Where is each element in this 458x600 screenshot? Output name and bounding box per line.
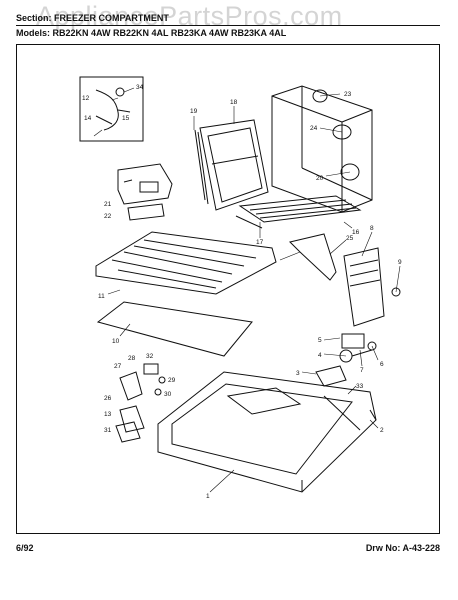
callout-34: 34: [136, 84, 144, 91]
callout-12: 12: [82, 95, 90, 102]
callout-14: 14: [84, 115, 92, 122]
callout-13: 13: [104, 411, 112, 418]
cabinet-base: [158, 372, 376, 492]
callout-24: 24: [310, 125, 318, 132]
freezer-door: [195, 120, 268, 210]
callout-3: 3: [296, 370, 300, 377]
callout-26: 26: [104, 395, 112, 402]
callout-labels: 12 34 15 14 19 18 23 24 20 21 22 16 17 2…: [82, 84, 402, 500]
revision-date: 6/92: [16, 543, 34, 553]
damper-bracket: [316, 366, 346, 386]
callout-2: 2: [380, 427, 384, 434]
callout-leaders: [94, 88, 400, 492]
callout-15: 15: [122, 115, 130, 122]
control-housing: [118, 164, 172, 204]
drain-components: [116, 364, 165, 442]
inset-light-cord: [80, 77, 143, 141]
callout-30: 30: [164, 391, 172, 398]
callout-10: 10: [112, 338, 120, 345]
callout-18: 18: [230, 99, 238, 106]
callout-25: 25: [346, 235, 354, 242]
freezer-liner: [272, 86, 372, 212]
callout-31: 31: [104, 427, 112, 434]
callout-28: 28: [128, 355, 136, 362]
callout-11: 11: [98, 293, 105, 300]
callout-16: 16: [352, 229, 360, 236]
callout-17: 17: [256, 239, 264, 246]
callout-19: 19: [190, 108, 198, 115]
drawing-number: Drw No: A-43-228: [365, 543, 440, 553]
callout-9: 9: [398, 259, 402, 266]
model-list: Models: RB22KN 4AW RB22KN 4AL RB23KA 4AW…: [16, 28, 287, 38]
callout-23: 23: [344, 91, 352, 98]
header-divider: [16, 25, 440, 26]
callout-4: 4: [318, 352, 322, 359]
callout-27: 27: [114, 363, 122, 370]
callout-33: 33: [356, 383, 364, 390]
wire-shelf: [236, 196, 360, 228]
fan-motor-assembly: [340, 334, 376, 362]
evaporator-cover: [344, 248, 400, 326]
diagram-frame: [16, 44, 440, 534]
callout-20: 20: [316, 175, 324, 182]
ribbed-floor-panel: [96, 232, 276, 294]
callout-7: 7: [360, 367, 364, 374]
callout-5: 5: [318, 337, 322, 344]
callout-1: 1: [206, 493, 210, 500]
air-duct: [290, 234, 336, 280]
callout-32: 32: [146, 353, 154, 360]
watermark-text: AppliancePartsPros.com: [36, 1, 343, 31]
insulation-sheet: [98, 302, 252, 356]
callout-29: 29: [168, 377, 176, 384]
callout-21: 21: [104, 201, 112, 208]
callout-22: 22: [104, 213, 112, 220]
callout-6: 6: [380, 361, 384, 368]
section-title: Section: FREEZER COMPARTMENT: [16, 13, 169, 23]
callout-8: 8: [370, 225, 374, 232]
label-plate: [128, 204, 164, 220]
